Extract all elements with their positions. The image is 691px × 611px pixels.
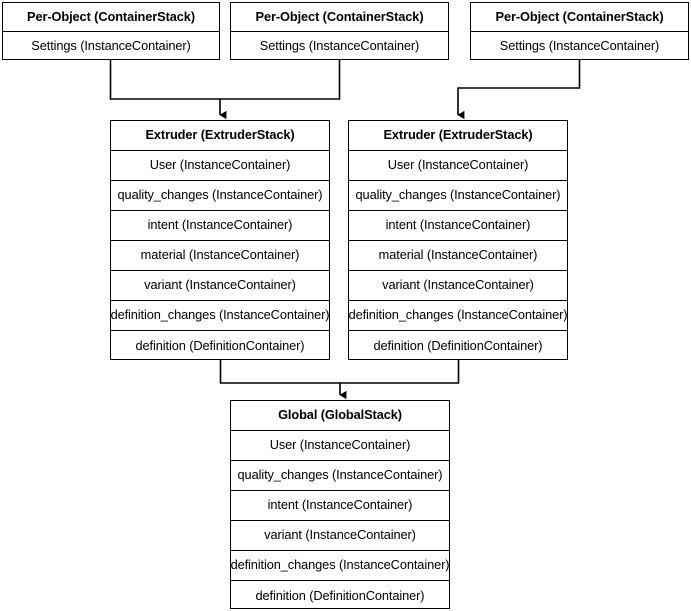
node-header: Extruder (ExtruderStack)	[349, 121, 567, 151]
node-row-intent: intent (InstanceContainer)	[111, 211, 329, 241]
node-row-variant: variant (InstanceContainer)	[231, 521, 449, 551]
node-row-material: material (InstanceContainer)	[111, 241, 329, 271]
edge-extruder-2-to-global	[340, 360, 460, 384]
node-row-quality-changes: quality_changes (InstanceContainer)	[349, 181, 567, 211]
node-row-material: material (InstanceContainer)	[349, 241, 567, 271]
node-row-definition: definition (DefinitionContainer)	[135, 337, 305, 353]
node-row-definition-changes: definition_changes (InstanceContainer)	[349, 301, 568, 331]
node-header: Global (GlobalStack)	[231, 401, 449, 431]
edge-per-object-1-to-extruder-1	[109, 60, 220, 100]
node-row-definition-changes: definition_changes (InstanceContainer)	[111, 301, 330, 331]
node-row-intent: intent (InstanceContainer)	[231, 491, 449, 521]
node-header: Per-Object (ContainerStack)	[471, 3, 688, 32]
node-header: Per-Object (ContainerStack)	[231, 3, 448, 32]
node-row-settings: Settings (InstanceContainer)	[499, 38, 660, 54]
node-per-object-1[interactable]: Per-Object (ContainerStack) Settings (In…	[2, 2, 220, 60]
node-global[interactable]: Global (GlobalStack) User (InstanceConta…	[230, 400, 450, 609]
node-per-object-2[interactable]: Per-Object (ContainerStack) Settings (In…	[230, 2, 449, 60]
node-header: Per-Object (ContainerStack)	[3, 3, 219, 32]
edge-extruder-1-to-global	[219, 360, 340, 384]
node-row-variant: variant (InstanceContainer)	[111, 271, 329, 301]
node-row-intent: intent (InstanceContainer)	[349, 211, 567, 241]
node-row-user: User (InstanceContainer)	[349, 151, 567, 181]
node-row-settings: Settings (InstanceContainer)	[259, 38, 420, 54]
node-row-definition: definition (DefinitionContainer)	[255, 587, 425, 603]
node-row-quality-changes: quality_changes (InstanceContainer)	[111, 181, 329, 211]
edge-per-object-2-to-extruder-1	[220, 60, 341, 100]
edge-per-object-3-to-extruder-2	[457, 60, 581, 120]
node-row-user: User (InstanceContainer)	[111, 151, 329, 181]
node-row-variant: variant (InstanceContainer)	[349, 271, 567, 301]
node-row-definition-changes: definition_changes (InstanceContainer)	[231, 551, 450, 581]
node-extruder-2[interactable]: Extruder (ExtruderStack) User (InstanceC…	[348, 120, 568, 360]
node-extruder-1[interactable]: Extruder (ExtruderStack) User (InstanceC…	[110, 120, 330, 360]
node-row-quality-changes: quality_changes (InstanceContainer)	[231, 461, 449, 491]
node-row-user: User (InstanceContainer)	[231, 431, 449, 461]
node-row-definition: definition (DefinitionContainer)	[373, 337, 543, 353]
node-per-object-3[interactable]: Per-Object (ContainerStack) Settings (In…	[470, 2, 689, 60]
node-row-settings: Settings (InstanceContainer)	[31, 38, 191, 54]
node-header: Extruder (ExtruderStack)	[111, 121, 329, 151]
